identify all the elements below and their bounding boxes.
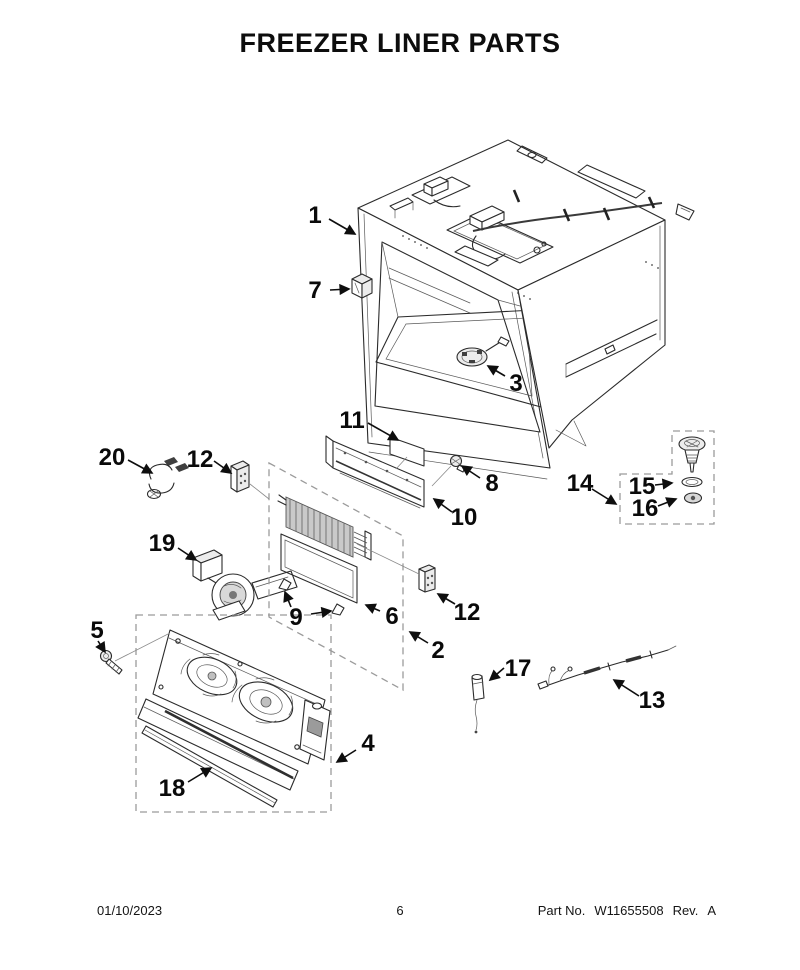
callout-12-left-label: 12 bbox=[187, 446, 214, 473]
callout-1-label: 1 bbox=[308, 202, 321, 229]
callout-4-arrow bbox=[335, 749, 357, 763]
part-15-washer bbox=[681, 476, 703, 488]
callout-16-label: 16 bbox=[632, 495, 659, 522]
callout-9-arrow-b bbox=[310, 606, 333, 618]
callout-19-label: 19 bbox=[149, 530, 176, 557]
callout-6-label: 6 bbox=[385, 603, 398, 630]
part-17-sensor bbox=[471, 673, 485, 734]
part-4-evaporator-cover bbox=[137, 629, 331, 791]
callout-9-arrow-a bbox=[283, 590, 294, 608]
callout-1-arrow bbox=[328, 218, 357, 235]
callout-5-label: 5 bbox=[90, 617, 103, 644]
callout-4-label: 4 bbox=[361, 730, 375, 757]
callout-12-left-arrow bbox=[213, 460, 233, 474]
callout-14-label: 14 bbox=[567, 470, 594, 497]
callout-15-label: 15 bbox=[629, 473, 656, 500]
part-6-wire-frame bbox=[280, 533, 358, 604]
callout-11-arrow bbox=[367, 422, 400, 441]
callout-14-arrow bbox=[591, 488, 618, 505]
dashed-box-drain-assembly bbox=[619, 430, 715, 525]
callout-18-arrow bbox=[187, 767, 213, 783]
part-8-fastener bbox=[449, 454, 466, 473]
callout-19-arrow bbox=[177, 547, 198, 561]
part-13-wire-harness bbox=[537, 645, 677, 690]
part-19-fan-motor bbox=[192, 549, 298, 621]
callout-7-arrow bbox=[329, 283, 351, 296]
leader-lines bbox=[114, 456, 452, 662]
callout-18-label: 18 bbox=[159, 775, 186, 802]
dashed-box-evaporator-assembly bbox=[268, 461, 404, 692]
part-drain-plug bbox=[678, 436, 706, 473]
callout-16-arrow bbox=[657, 497, 678, 508]
footer-revision-label: Rev. bbox=[672, 903, 699, 918]
callout-5-arrow bbox=[95, 640, 106, 654]
callout-8-label: 8 bbox=[485, 470, 498, 497]
part-20-wire-clip bbox=[146, 457, 189, 500]
callout-2-arrow bbox=[408, 631, 429, 644]
part-10-air-duct bbox=[325, 435, 425, 509]
part-12-connector-left bbox=[230, 460, 250, 493]
callout-3-label: 3 bbox=[509, 370, 522, 397]
callout-3-arrow bbox=[486, 365, 506, 377]
part-7-switch bbox=[351, 273, 373, 299]
callout-15-arrow bbox=[654, 478, 674, 490]
footer-date: 01/10/2023 bbox=[97, 903, 163, 918]
part-12-connector-right bbox=[418, 564, 436, 593]
callout-10-arrow bbox=[432, 498, 453, 513]
callout-12-right-arrow bbox=[436, 593, 456, 605]
footer-part-number: W11655508 bbox=[594, 903, 664, 918]
callout-17-label: 17 bbox=[505, 655, 532, 682]
callout-17-arrow bbox=[488, 667, 505, 682]
part-11-label-plate bbox=[389, 436, 425, 467]
footer-part-info: Part No. W11655508 Rev. A bbox=[538, 903, 716, 918]
callout-8-arrow bbox=[460, 465, 481, 479]
callout-13-label: 13 bbox=[639, 687, 666, 714]
callout-13-arrow bbox=[612, 679, 640, 697]
callout-6-arrow bbox=[364, 603, 381, 614]
callout-10-label: 10 bbox=[451, 504, 478, 531]
part-1-freezer-liner bbox=[351, 139, 695, 480]
dashed-box-cover-assembly bbox=[135, 614, 332, 813]
part-16-grommet bbox=[683, 492, 703, 504]
callouts: 1 7 3 11 8 10 20 12 19 9 6 2 bbox=[90, 202, 678, 802]
footer-revision: A bbox=[707, 903, 716, 918]
part-18-trim-strip bbox=[141, 725, 278, 808]
callout-20-arrow bbox=[127, 459, 154, 474]
callout-7-label: 7 bbox=[308, 277, 321, 304]
part-9-clips bbox=[278, 578, 345, 616]
callout-2-label: 2 bbox=[431, 637, 444, 664]
callout-20-label: 20 bbox=[99, 444, 126, 471]
part-5-screw bbox=[99, 649, 123, 675]
footer-page-number: 6 bbox=[396, 903, 404, 918]
callout-9-label: 9 bbox=[289, 604, 302, 631]
top-bracket-and-tube bbox=[389, 176, 695, 267]
page-title: FREEZER LINER PARTS bbox=[239, 28, 561, 58]
footer-part-no-label: Part No. bbox=[537, 903, 586, 918]
part-evaporator-coil bbox=[277, 494, 372, 561]
part-3-floor-module bbox=[456, 336, 510, 367]
callout-12-right-label: 12 bbox=[454, 599, 481, 626]
vent-dots bbox=[402, 235, 659, 300]
callout-11-label: 11 bbox=[339, 407, 364, 434]
